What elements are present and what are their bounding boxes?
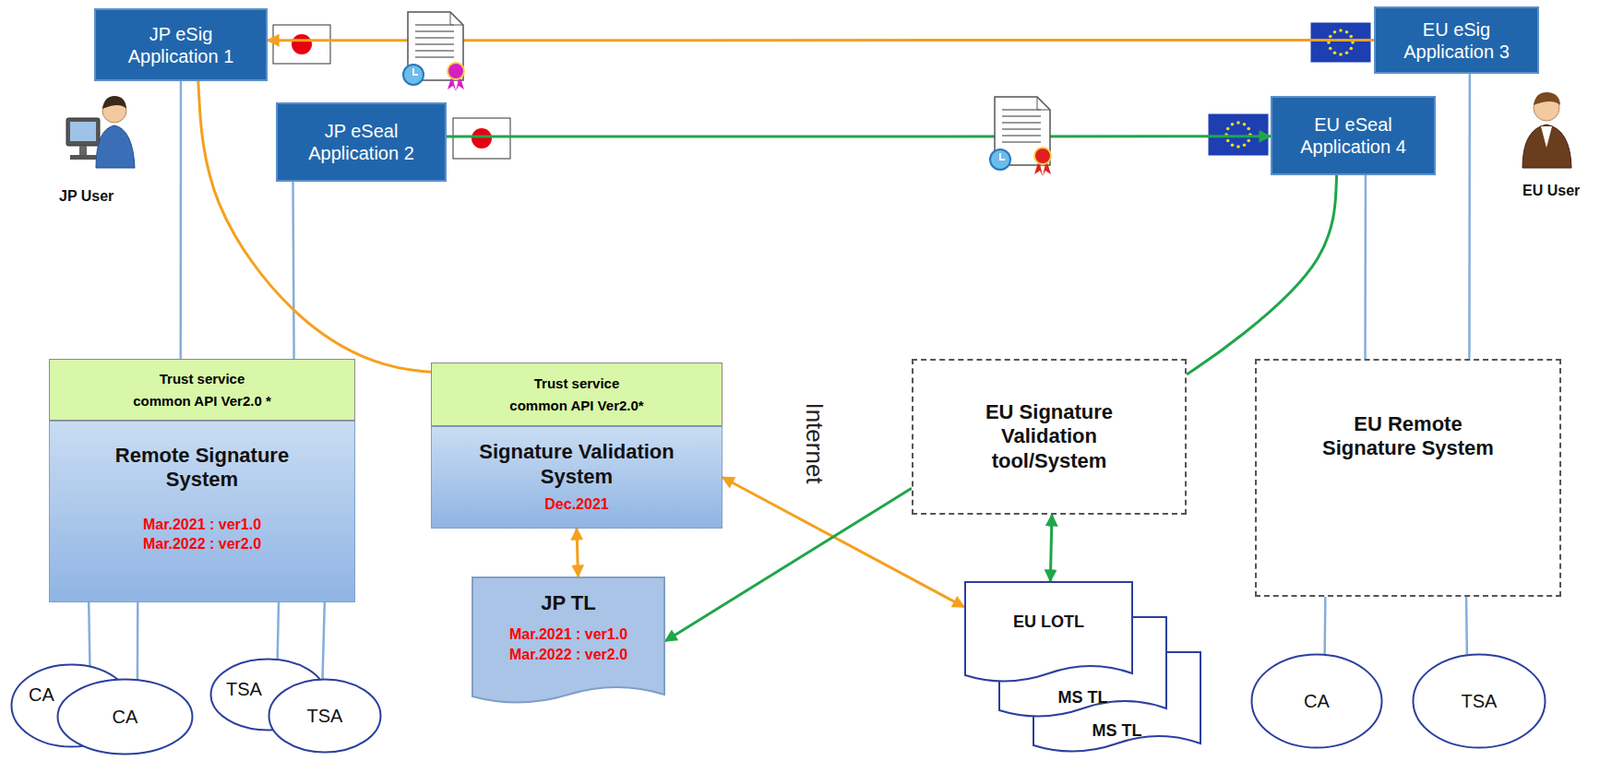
connector [576, 528, 579, 577]
connector [1323, 597, 1326, 656]
connector [1465, 597, 1469, 656]
connector [179, 81, 183, 359]
node-title: Trust service common API Ver2.0 * [131, 368, 275, 412]
ca-ellipse: CA [56, 678, 194, 756]
system-box: Signature Validation SystemDec.2021 [430, 426, 723, 529]
eu-flag [1207, 113, 1269, 156]
node-note: Mar.2022 : ver2.0 [143, 534, 262, 555]
system-box: Remote Signature SystemMar.2021 : ver1.0… [48, 420, 356, 603]
node-title: MS TL [1058, 688, 1109, 709]
eu-flag [1310, 22, 1372, 63]
node-title: Signature Validation System [456, 440, 697, 490]
node-note: Mar.2021 : ver1.0 [509, 624, 628, 645]
node-title: TSA [1461, 690, 1498, 713]
user-label: JP User [59, 188, 114, 205]
node-title: CA [28, 683, 55, 706]
connector [88, 602, 90, 668]
node-title: EU eSig Application 3 [1392, 18, 1522, 63]
api-band: Trust service common API Ver2.0* [430, 362, 723, 427]
node-title: MS TL [1092, 721, 1143, 742]
tsa-ellipse: TSA [267, 678, 383, 754]
ca-ellipse: CA [1250, 653, 1384, 750]
node-title: CA [112, 705, 139, 729]
jp-flag [453, 118, 511, 159]
node-title: TSA [226, 678, 263, 701]
connector [1050, 514, 1052, 582]
trust-list-document: JP TL Mar.2021 : ver1.0Mar.2022 : ver2.0 [471, 576, 666, 706]
node-title: JP TL [540, 591, 597, 616]
jp-flag [273, 24, 331, 64]
node-title: EU Signature Validation tool/System [943, 400, 1156, 474]
connector [293, 181, 295, 359]
validation-system-box: EU Signature Validation tool/System [911, 358, 1187, 515]
sealed-document-icon [990, 96, 1051, 177]
node-title: JP eSig Application 1 [116, 23, 246, 68]
node-title: CA [1303, 690, 1330, 713]
api-band: Trust service common API Ver2.0 * [48, 358, 356, 421]
connector [1363, 175, 1367, 359]
signed-document-icon [403, 11, 465, 92]
node-title: EU LOTL [1013, 612, 1085, 633]
application-box: EU eSig Application 3 [1373, 6, 1540, 74]
trust-list-document-outline [964, 581, 1134, 685]
internet-cloud: Internet [756, 0, 872, 711]
connector [1186, 175, 1338, 375]
remote-signature-box: EU Remote Signature System [1254, 358, 1562, 598]
node-title: Internet [800, 402, 829, 484]
connector [322, 602, 325, 681]
connector [1468, 73, 1471, 359]
node-note: Mar.2022 : ver2.0 [509, 644, 628, 666]
tsa-ellipse: TSA [1411, 653, 1547, 750]
node-note: Dec.2021 [544, 494, 609, 515]
internet-cloud-outline [756, 0, 872, 711]
node-note: Mar.2021 : ver1.0 [143, 514, 262, 536]
node-title: Remote Signature System [100, 443, 304, 493]
application-box: JP eSig Application 1 [94, 8, 268, 82]
jp-user-icon [66, 95, 135, 168]
node-title: EU Remote Signature System [1315, 412, 1501, 462]
connector [136, 602, 140, 681]
eu-user-icon [1522, 92, 1572, 168]
trust-list-document: EU LOTL [964, 581, 1134, 685]
node-title: EU eSeal Application 4 [1289, 113, 1419, 158]
node-title: Trust service common API Ver2.0* [505, 372, 649, 417]
connector [277, 602, 279, 660]
application-box: JP eSeal Application 2 [275, 102, 447, 182]
application-box: EU eSeal Application 4 [1270, 95, 1436, 176]
node-title: JP eSeal Application 2 [297, 119, 427, 165]
connector [446, 134, 1271, 138]
user-label: EU User [1522, 182, 1580, 200]
node-title: TSA [307, 704, 344, 728]
